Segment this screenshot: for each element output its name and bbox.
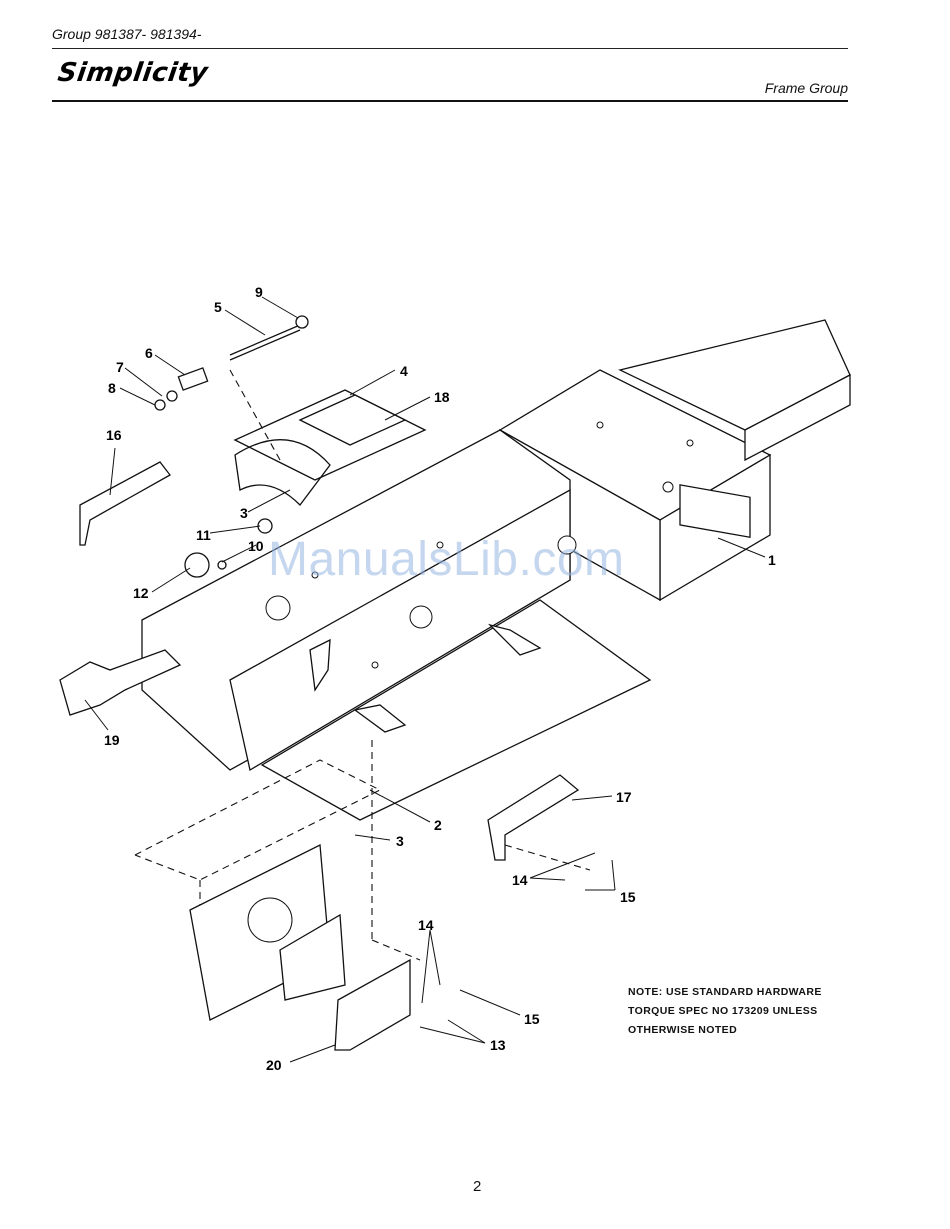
- callout-12: 12: [133, 585, 149, 601]
- callout-5: 5: [214, 299, 222, 315]
- callout-4: 4: [400, 363, 408, 379]
- callout-7: 7: [116, 359, 124, 375]
- callout-13: 13: [490, 1037, 506, 1053]
- callout-10: 10: [248, 538, 264, 554]
- callout-1: 1: [768, 552, 776, 568]
- callout-6: 6: [145, 345, 153, 361]
- alignment-line: [372, 940, 420, 960]
- callout-3: 3: [240, 505, 248, 521]
- callout-8: 8: [108, 380, 116, 396]
- callout-14: 14: [418, 917, 434, 933]
- callout-18: 18: [434, 389, 450, 405]
- callout-9: 9: [255, 284, 263, 300]
- page-number: 2: [473, 1178, 481, 1195]
- callout-3b: 3: [396, 833, 404, 849]
- callout-2: 2: [434, 817, 442, 833]
- callout-15: 15: [524, 1011, 540, 1027]
- note-line-3: OTHERWISE NOTED: [628, 1021, 868, 1040]
- note-line-2: TORQUE SPEC NO 173209 UNLESS: [628, 1002, 868, 1021]
- watermark: ManualsLib.com: [268, 532, 625, 587]
- callout-15b: 15: [620, 889, 636, 905]
- callout-11: 11: [196, 527, 211, 543]
- note-line-1: NOTE: USE STANDARD HARDWARE: [628, 983, 868, 1002]
- hardware-note: NOTE: USE STANDARD HARDWARE TORQUE SPEC …: [628, 983, 868, 1040]
- callout-17: 17: [616, 789, 632, 805]
- bracket-17: [488, 775, 578, 860]
- callout-14b: 14: [512, 872, 528, 888]
- alignment-line: [505, 845, 590, 870]
- callout-16: 16: [106, 427, 122, 443]
- callout-20: 20: [266, 1057, 282, 1073]
- callout-19: 19: [104, 732, 120, 748]
- bracket-16: [80, 462, 170, 545]
